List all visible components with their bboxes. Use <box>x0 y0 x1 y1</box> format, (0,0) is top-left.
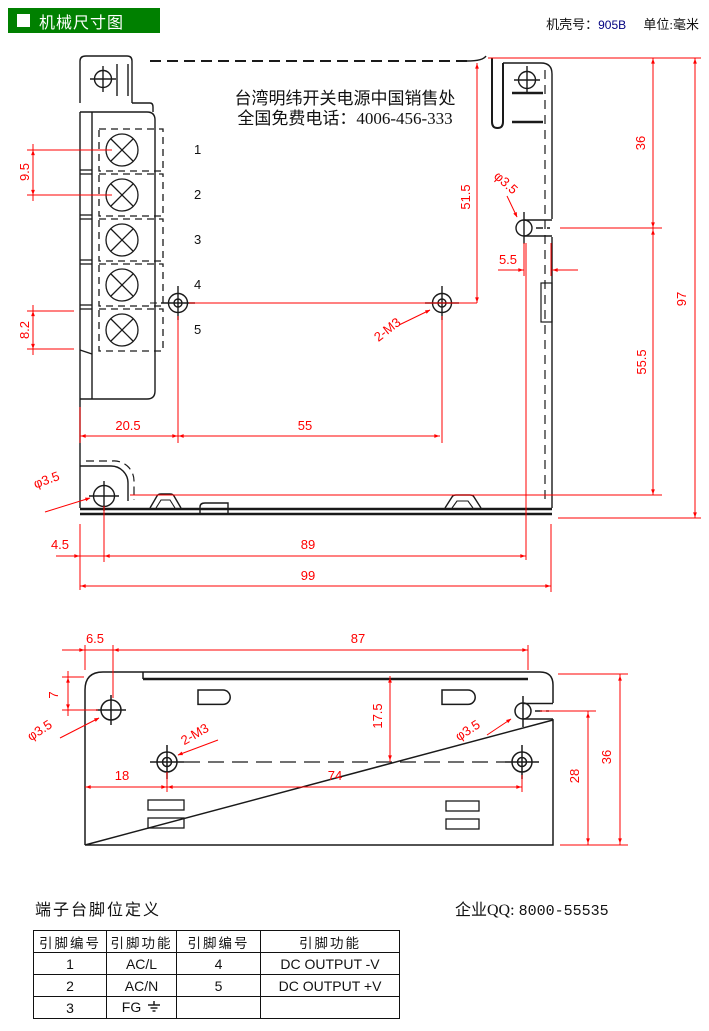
col-header-pin-no-2: 引脚编号 <box>176 930 261 953</box>
svg-text:18: 18 <box>115 768 129 783</box>
side-hole-left <box>96 695 126 725</box>
side-keyhole <box>515 212 552 244</box>
side-view-dimensions <box>59 645 628 846</box>
pin-no-cell: 2 <box>33 974 107 997</box>
svg-text:28: 28 <box>567 769 582 783</box>
svg-text:6.5: 6.5 <box>86 631 104 646</box>
pin-no-cell <box>176 996 261 1019</box>
pin-fn-cell <box>260 996 400 1019</box>
square-bullet-icon <box>17 14 30 27</box>
svg-text:55.5: 55.5 <box>634 349 649 374</box>
qq-number: 8000-55535 <box>518 903 609 920</box>
svg-text:7: 7 <box>46 691 61 698</box>
side-view-outline <box>84 671 554 846</box>
pin-fn-cell: AC/L <box>106 952 177 975</box>
qq-label: 企业QQ: <box>455 902 519 919</box>
col-header-pin-fn-1: 引脚功能 <box>106 930 177 953</box>
top-view-bottom <box>80 286 552 516</box>
earth-ground-icon <box>147 1000 161 1016</box>
svg-text:36: 36 <box>633 136 648 150</box>
top-view-dimensions <box>27 57 701 592</box>
pin-no-cell: 5 <box>176 974 261 997</box>
pin-no-cell: 4 <box>176 952 261 975</box>
svg-text:φ3.5: φ3.5 <box>31 468 61 491</box>
svg-text:97: 97 <box>674 292 689 306</box>
svg-text:74: 74 <box>328 768 342 783</box>
top-view-outline <box>79 55 553 508</box>
svg-text:55: 55 <box>298 418 312 433</box>
svg-text:4.5: 4.5 <box>51 537 69 552</box>
svg-text:51.5: 51.5 <box>458 184 473 209</box>
page-title: 机械尺寸图 <box>39 14 125 32</box>
top-view-dim-labels: 9.5 8.2 20.5 55 51.5 φ3.5 5.5 36 55.5 97… <box>17 136 689 583</box>
pin-fn-cell: DC OUTPUT +V <box>260 974 400 997</box>
svg-text:99: 99 <box>301 568 315 583</box>
pin-definition-table: 引脚编号 引脚功能 引脚编号 引脚功能 1 AC/L 4 DC OUTPUT -… <box>33 930 400 1019</box>
case-label: 机壳号： <box>546 17 599 32</box>
svg-text:17.5: 17.5 <box>370 703 385 728</box>
terminal-definition-title: 端子台脚位定义 <box>35 902 162 919</box>
table-header-row: 引脚编号 引脚功能 引脚编号 引脚功能 <box>33 930 400 953</box>
table-row: 1 AC/L 4 DC OUTPUT -V <box>33 952 400 975</box>
svg-text:2-M3: 2-M3 <box>371 314 404 344</box>
svg-text:36: 36 <box>599 750 614 764</box>
unit-label: 单位:毫米 <box>643 17 699 32</box>
svg-text:20.5: 20.5 <box>115 418 140 433</box>
terminal-block <box>79 128 164 355</box>
svg-text:5.5: 5.5 <box>499 252 517 267</box>
svg-text:5: 5 <box>194 322 201 337</box>
mounting-hole-top-left <box>90 66 116 92</box>
qq-contact: 企业QQ: 8000-55535 <box>455 896 609 920</box>
mechanical-drawing: 台湾明纬开关电源中国销售处 全国免费电话：4006-456-333 1 2 3 … <box>17 55 701 846</box>
svg-text:3: 3 <box>194 232 201 247</box>
case-number: 905B <box>598 18 627 32</box>
col-header-pin-fn-2: 引脚功能 <box>260 930 400 953</box>
svg-text:φ3.5: φ3.5 <box>24 717 54 744</box>
pin-fn-cell: DC OUTPUT -V <box>260 952 400 975</box>
page-title-banner: 机械尺寸图 <box>8 8 160 33</box>
svg-text:2: 2 <box>194 187 201 202</box>
svg-text:φ3.5: φ3.5 <box>491 168 521 197</box>
terminal-numbers: 1 2 3 4 5 <box>194 142 201 337</box>
side-view-dim-labels: 6.5 87 7 φ3.5 2-M3 17.5 φ3.5 18 74 28 36 <box>24 631 614 783</box>
svg-text:8.2: 8.2 <box>17 321 32 339</box>
table-row: 2 AC/N 5 DC OUTPUT +V <box>33 974 400 997</box>
seller-line1: 台湾明纬开关电源中国销售处 <box>235 89 456 108</box>
pin-no-cell: 3 <box>33 996 107 1019</box>
col-header-pin-no-1: 引脚编号 <box>33 930 107 953</box>
svg-text:4: 4 <box>194 277 201 292</box>
fg-label: FG <box>121 999 142 1015</box>
svg-text:87: 87 <box>351 631 365 646</box>
pin-fn-cell: FG <box>106 996 177 1019</box>
svg-text:1: 1 <box>194 142 201 157</box>
seller-line2: 全国免费电话：4006-456-333 <box>237 109 452 128</box>
svg-text:89: 89 <box>301 537 315 552</box>
pin-no-cell: 1 <box>33 952 107 975</box>
table-row: 3 FG <box>33 996 400 1019</box>
svg-text:9.5: 9.5 <box>17 163 32 181</box>
terminal-screws <box>105 133 139 347</box>
drawing-meta: 机壳号：905B 单位:毫米 <box>546 14 699 33</box>
mounting-hole-top-right <box>514 66 540 94</box>
side-m3-right <box>505 745 539 779</box>
pin-fn-cell: AC/N <box>106 974 177 997</box>
